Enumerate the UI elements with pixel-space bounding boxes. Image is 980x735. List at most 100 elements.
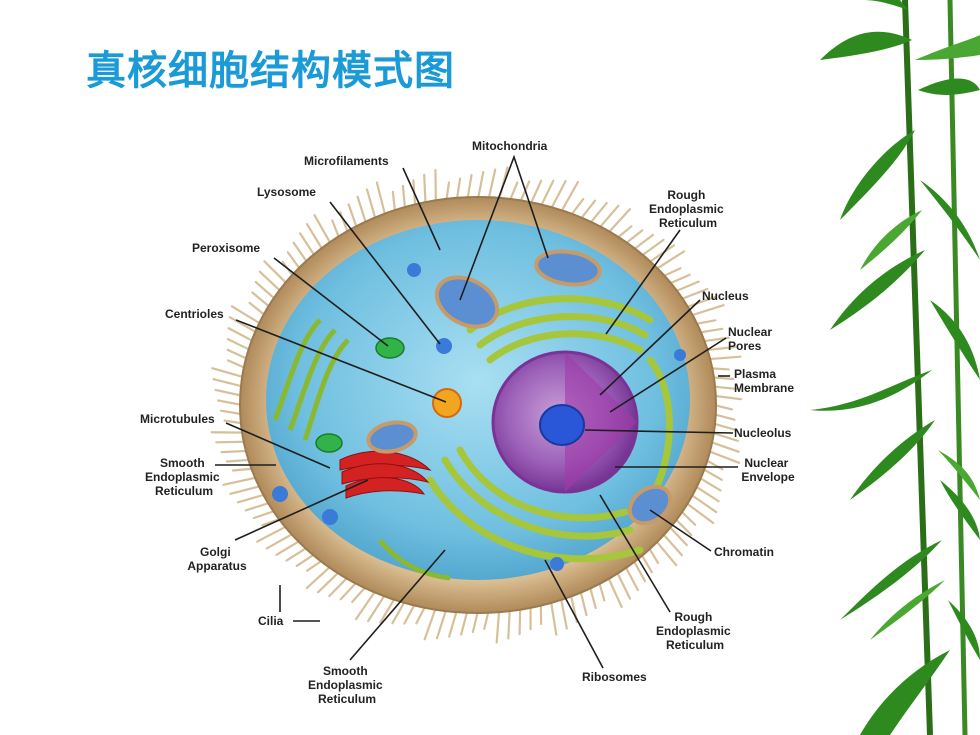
cilium xyxy=(316,570,341,594)
cilium xyxy=(305,223,324,251)
cilium xyxy=(435,608,448,640)
cilium xyxy=(212,378,245,388)
cilium xyxy=(679,287,709,301)
cilium xyxy=(226,359,247,370)
label-plasma-membrane: Plasma Membrane xyxy=(734,367,794,395)
cilium xyxy=(654,250,686,271)
cilium xyxy=(211,367,246,379)
cilium xyxy=(292,241,309,264)
bamboo-decoration xyxy=(810,0,980,735)
cilium xyxy=(356,195,368,225)
cilium xyxy=(710,376,735,381)
cilium xyxy=(710,431,739,442)
cilium xyxy=(275,539,302,556)
cilium xyxy=(559,596,568,630)
cilium xyxy=(712,413,736,421)
cilium xyxy=(455,177,462,201)
cilium xyxy=(588,585,597,609)
cilium xyxy=(252,509,277,520)
cilium xyxy=(539,179,555,208)
cilium xyxy=(559,180,580,214)
cilium xyxy=(231,467,255,472)
cilium xyxy=(661,267,682,278)
cilium xyxy=(401,184,407,211)
cilium xyxy=(697,476,722,492)
cilium xyxy=(597,580,606,602)
labels: Mitochondria Microfilaments Lysosome Per… xyxy=(140,139,795,706)
cilium xyxy=(579,589,588,617)
cilium xyxy=(712,394,743,401)
cilium xyxy=(367,593,387,623)
cilium xyxy=(679,509,697,526)
cilium xyxy=(215,440,247,444)
cilium xyxy=(351,585,368,603)
cilium xyxy=(222,476,259,486)
cilium xyxy=(706,449,741,464)
cilium xyxy=(219,409,244,416)
organelles xyxy=(272,263,686,571)
cilium xyxy=(709,440,740,453)
cilium xyxy=(684,295,717,309)
cilium xyxy=(391,599,407,625)
cilium xyxy=(285,546,309,562)
cilium xyxy=(689,493,718,514)
cilium xyxy=(673,280,700,293)
cilium xyxy=(471,609,480,634)
cilium xyxy=(597,204,620,230)
cilium xyxy=(305,564,332,590)
cilium xyxy=(375,181,387,217)
cilium xyxy=(632,233,655,251)
cilium xyxy=(693,319,717,326)
cilium xyxy=(214,388,244,397)
label-rough-er-bottom: Rough Endoplasmic Reticulum xyxy=(656,610,734,652)
label-peroxisome: Peroxisome xyxy=(192,241,260,255)
cilium xyxy=(216,399,244,407)
cilium xyxy=(230,305,263,326)
cilium xyxy=(339,580,359,601)
cilium xyxy=(508,181,519,202)
cilium xyxy=(507,608,511,640)
cilium xyxy=(711,422,738,432)
cilium xyxy=(673,517,693,537)
smooth-er xyxy=(272,318,451,581)
label-nuclear-pores: Nuclear Pores xyxy=(728,325,775,353)
nucleus-cutaway xyxy=(565,352,637,492)
mitochondria xyxy=(366,249,673,526)
label-chromatin: Chromatin xyxy=(714,545,774,559)
cilium xyxy=(487,168,497,201)
cilium xyxy=(632,559,647,583)
cilium xyxy=(624,229,644,246)
cilium xyxy=(229,484,263,495)
label-golgi: Golgi Apparatus xyxy=(187,545,247,573)
nucleolus xyxy=(539,404,585,446)
cilium xyxy=(258,270,283,293)
cilium xyxy=(379,596,397,624)
label-lysosome: Lysosome xyxy=(257,185,316,199)
golgi-apparatus xyxy=(339,450,432,499)
cilium xyxy=(667,273,691,286)
cilium xyxy=(261,517,283,527)
label-smooth-er-left: Smooth Endoplasmic Reticulum xyxy=(145,456,223,498)
label-nucleus: Nucleus xyxy=(702,289,749,303)
cilium xyxy=(549,599,558,636)
label-nuclear-envelope: Nuclear Envelope xyxy=(741,456,795,484)
cilium xyxy=(639,238,665,258)
cilium xyxy=(460,609,469,636)
cilium xyxy=(423,173,427,206)
cilium xyxy=(711,385,739,391)
cilia-fringe xyxy=(210,166,743,644)
cilium xyxy=(254,280,277,301)
cilium xyxy=(298,232,317,258)
label-microtubules: Microtubules xyxy=(140,412,215,426)
cilium xyxy=(579,199,597,221)
cilium xyxy=(251,291,272,309)
cilium xyxy=(615,570,632,600)
cilium xyxy=(647,244,676,264)
cilium xyxy=(295,552,317,568)
cilium xyxy=(701,467,723,481)
cilium xyxy=(518,606,522,636)
cilium xyxy=(365,188,377,221)
cilium xyxy=(423,606,437,641)
cilium xyxy=(226,348,250,361)
